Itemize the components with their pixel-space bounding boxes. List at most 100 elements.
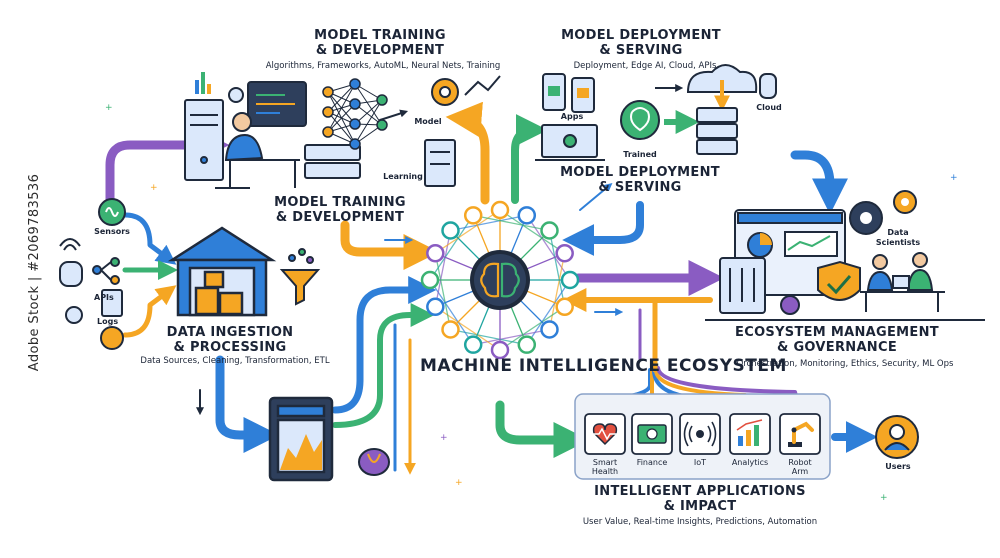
brain-icon-small: [358, 448, 390, 476]
deploy-mid-title-line2: & SERVING: [598, 180, 682, 195]
training-mid-title-line2: & DEVELOPMENT: [275, 210, 405, 225]
robot-arm-icon: [788, 421, 814, 447]
training-top-title: MODEL TRAINING & DEVELOPMENT: [300, 28, 460, 58]
applications-title-line2: & IMPACT: [663, 499, 737, 514]
network-node: [322, 86, 334, 98]
arrow-hub-to-training: [445, 101, 490, 205]
cloud-server-icon: [686, 64, 777, 155]
network-node: [322, 126, 334, 138]
trend-line-icon: [464, 75, 501, 96]
data-scientists-icon: [860, 252, 945, 312]
hub-node: [490, 200, 510, 220]
central-neural-hub: [420, 200, 580, 360]
hub-node: [426, 297, 445, 317]
app-label-line1: IoT: [693, 458, 707, 467]
cloud-label: Cloud: [756, 103, 782, 112]
training-top-subtitle: Algorithms, Frameworks, AutoML, Neural N…: [265, 61, 501, 71]
arrow-hub-to-deployment: [511, 114, 548, 204]
banknote-icon: [637, 424, 667, 444]
hub-node: [517, 335, 537, 354]
svg-text:+: +: [880, 493, 888, 503]
iot-signal-icon: [683, 421, 717, 447]
mobile-devices-icon: [535, 73, 605, 161]
arrow-cloud-to-governance: [790, 150, 848, 215]
apis-label: APIs: [94, 293, 114, 302]
training-mid-title: MODEL TRAINING & DEVELOPMENT: [260, 195, 420, 225]
network-node: [322, 106, 334, 118]
deploy-top-subtitle: Deployment, Edge AI, Cloud, APIs: [573, 61, 717, 71]
app-label-line2: Arm: [791, 467, 809, 476]
applications-title-line1: INTELLIGENT APPLICATIONS: [594, 484, 806, 499]
hub-node: [540, 320, 559, 339]
app-label: Analytics: [724, 458, 776, 467]
filter-funnel-icon: [279, 248, 321, 306]
app-label: IoT: [674, 458, 726, 467]
data-scientists-label-line2: Scientists: [875, 238, 921, 247]
deploy-mid-title-line1: MODEL DEPLOYMENT: [560, 165, 720, 180]
svg-text:+: +: [455, 478, 463, 488]
svg-text:+: +: [150, 183, 158, 193]
processing-server-icon: [268, 396, 334, 482]
ingestion-title: DATA INGESTION & PROCESSING: [155, 325, 305, 355]
app-label: Finance: [626, 458, 678, 467]
apps-label: Apps: [560, 112, 584, 121]
trained-label: Trained: [623, 150, 657, 159]
analytics-chart-icon: [736, 419, 763, 446]
data-warehouse-icon: [167, 226, 277, 317]
hub-node: [420, 270, 440, 290]
arrow-deployment-to-hub: [562, 201, 644, 256]
learning-label: Learning: [383, 172, 423, 181]
deploy-top-title: MODEL DEPLOYMENT & SERVING: [556, 28, 726, 58]
arrow-hub-to-applications: [495, 400, 590, 458]
hub-node: [490, 340, 510, 360]
model-label: Model: [414, 117, 442, 126]
network-node: [349, 78, 361, 90]
logs-label: Logs: [97, 317, 119, 326]
gear-icon: [849, 190, 917, 235]
training-top-title-line2: & DEVELOPMENT: [315, 43, 445, 58]
applications-title: INTELLIGENT APPLICATIONS & IMPACT: [585, 484, 815, 514]
network-node: [349, 98, 361, 110]
deploy-top-title-line1: MODEL DEPLOYMENT: [561, 28, 721, 43]
users-label: Users: [885, 462, 911, 471]
hub-node: [555, 243, 574, 263]
bar-chart-icon: [195, 72, 211, 94]
ingestion-title-line1: DATA INGESTION: [166, 325, 294, 340]
brain-icon: [480, 262, 520, 298]
heart-monitor-icon: [591, 423, 619, 446]
network-node: [376, 119, 388, 131]
app-label-line2: Health: [591, 467, 619, 476]
app-label-line1: Robot: [788, 458, 812, 467]
ingestion-subtitle: Data Sources, Cleaning, Transformation, …: [140, 356, 330, 366]
app-tile: [779, 413, 821, 455]
sensors-label: Sensors: [94, 227, 130, 236]
arrow-sources-to-training: [105, 127, 230, 210]
gear-icon: [228, 78, 459, 106]
governance-title: ECOSYSTEM MANAGEMENT & GOVERNANCE: [732, 325, 942, 355]
stock-watermark: Adobe Stock | #2069783536: [27, 173, 43, 372]
arrow-ingestion-to-server: [215, 355, 280, 453]
governance-title-line2: & GOVERNANCE: [776, 340, 898, 355]
hub-node: [463, 206, 483, 225]
network-node: [349, 118, 361, 130]
data-sources-icons: [59, 198, 126, 350]
neural-network-icon: [322, 78, 388, 150]
training-mid-title-line1: MODEL TRAINING: [274, 195, 406, 210]
users-avatar-icon: [875, 415, 919, 459]
applications-subtitle: User Value, Real-time Insights, Predicti…: [582, 517, 818, 527]
network-node: [349, 138, 361, 150]
hub-node: [441, 320, 460, 339]
hub-node: [555, 297, 574, 317]
governance-dashboard-icon: [719, 209, 861, 315]
hub-node: [426, 243, 445, 263]
governance-subtitle: Orchestration, Monitoring, Ethics, Secur…: [736, 359, 954, 369]
svg-text:+: +: [105, 103, 113, 113]
deploy-top-title-line2: & SERVING: [599, 43, 683, 58]
app-label-line1: Finance: [636, 458, 668, 467]
data-scientists-label: Data Scientists: [868, 228, 928, 248]
governance-title-line1: ECOSYSTEM MANAGEMENT: [735, 325, 939, 340]
training-top-title-line1: MODEL TRAINING: [314, 28, 446, 43]
